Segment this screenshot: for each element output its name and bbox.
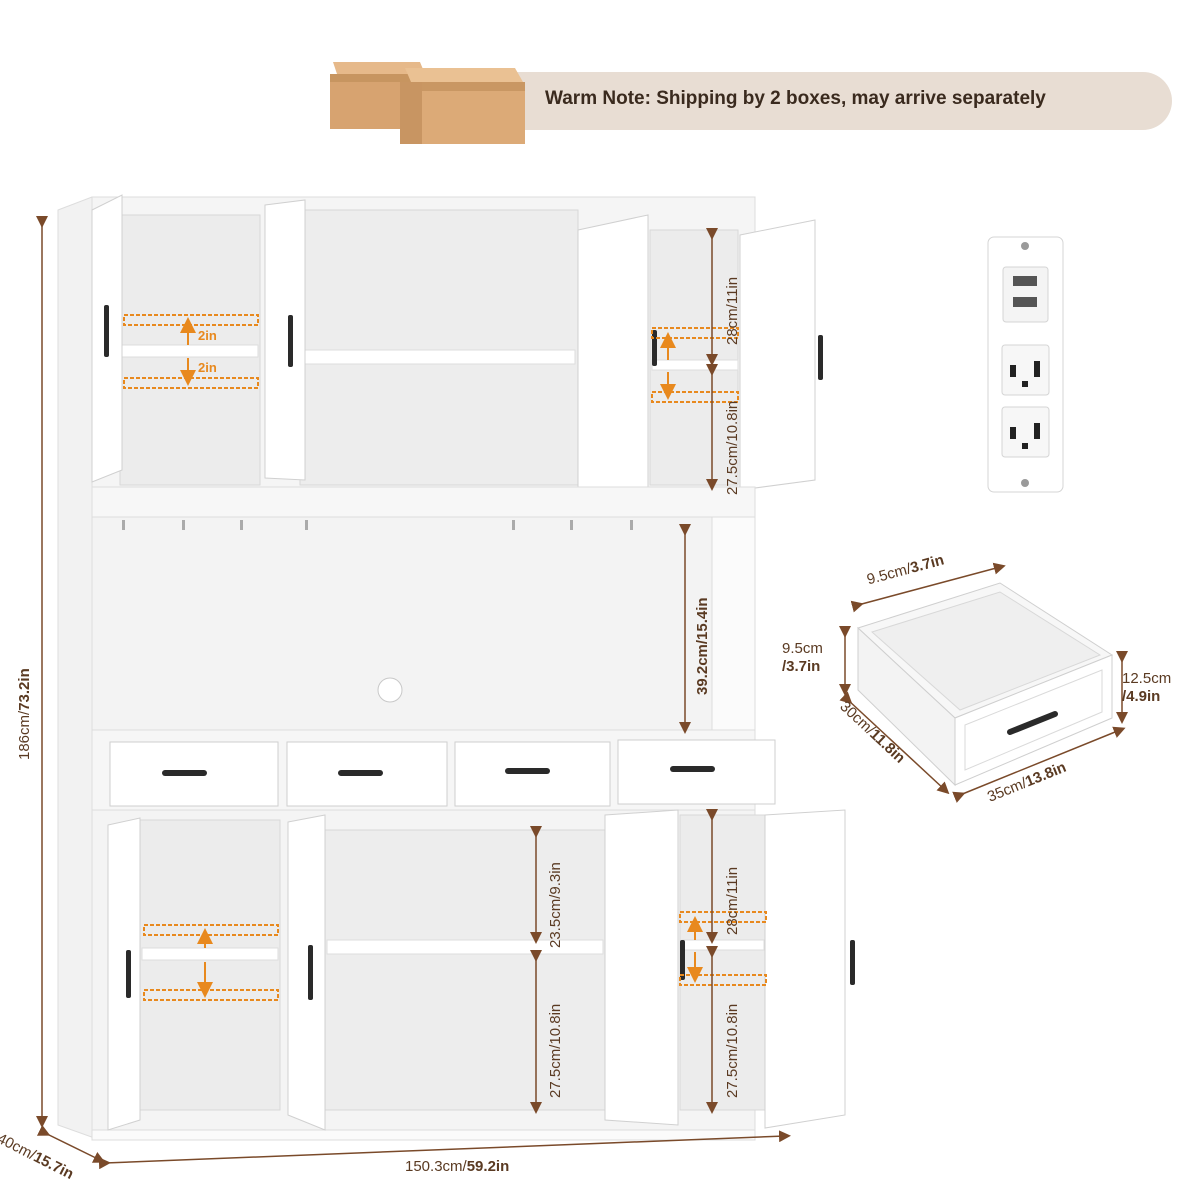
drawer-icon xyxy=(857,582,1114,787)
width-label: 150.3cm/59.2in xyxy=(405,1158,510,1175)
adjust-label-down: 2in xyxy=(198,360,217,375)
upper-right-top-label: 28cm/11in xyxy=(724,276,741,345)
lower-right-top-label: 28cm/11in xyxy=(724,866,741,935)
height-label: 186cm/73.2in xyxy=(16,668,33,760)
power-outlet-icon xyxy=(987,236,1064,493)
lower-mid-bottom-label: 27.5cm/10.8in xyxy=(547,1003,564,1098)
lower-mid-top-label: 23.5cm/9.3in xyxy=(547,862,564,948)
drawer-height-label: 12.5cm /4.9in xyxy=(1122,670,1172,705)
lower-right-bottom-label: 27.5cm/10.8in xyxy=(724,1003,741,1098)
hutch-opening-label: 39.2cm/15.4in xyxy=(694,597,711,695)
warm-note-banner xyxy=(400,72,1172,130)
drawer-inner-height-label: 9.5cm /3.7in xyxy=(782,640,823,675)
upper-right-bottom-label: 27.5cm/10.8in xyxy=(724,400,741,495)
adjust-label-up: 2in xyxy=(198,328,217,343)
warm-note-text: Warm Note: Shipping by 2 boxes, may arri… xyxy=(545,88,1046,109)
shipping-boxes-icon xyxy=(330,62,525,144)
